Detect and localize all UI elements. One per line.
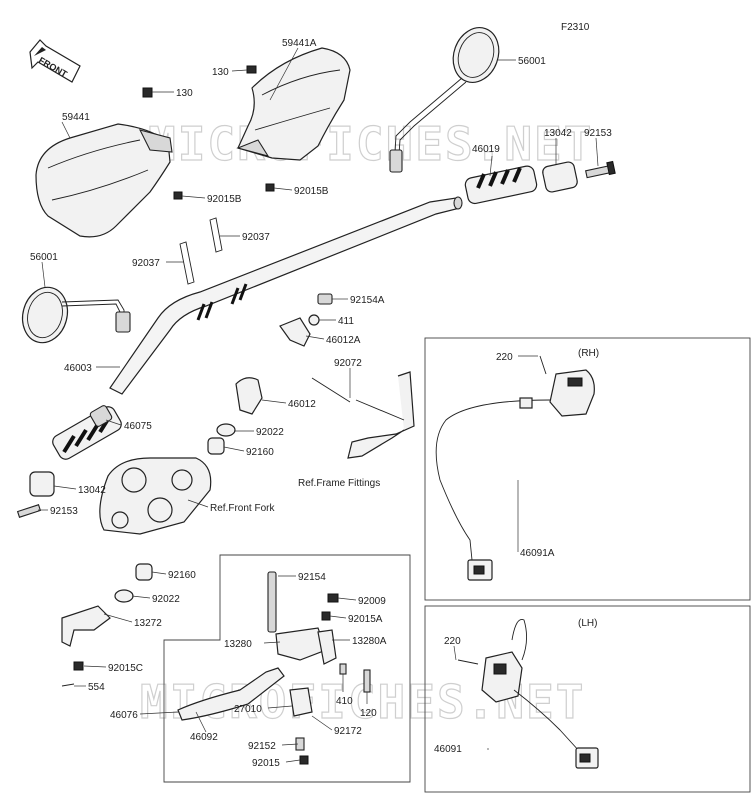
label-120: 120 — [360, 708, 377, 719]
label-92153-a: 92153 — [584, 128, 612, 139]
label-59441A: 59441A — [282, 38, 317, 49]
grip-rh-46019 — [464, 165, 538, 205]
label-220-b: 220 — [444, 636, 461, 647]
grip-lh-46075 — [52, 405, 122, 460]
screw-220-lh — [457, 659, 479, 665]
nut-92015C — [73, 661, 84, 671]
label-92015B-a: 92015B — [207, 194, 242, 205]
label-46019: 46019 — [472, 144, 500, 155]
label-46075: 46075 — [124, 421, 152, 432]
washer-92022-a — [216, 423, 236, 437]
label-92152: 92152 — [248, 741, 276, 752]
label-46091A: 46091A — [520, 548, 555, 559]
label-220-a: 220 — [496, 352, 513, 363]
label-46003: 46003 — [64, 363, 92, 374]
lever-box — [163, 554, 411, 783]
label-92022-a: 92022 — [256, 427, 284, 438]
label-92015A: 92015A — [348, 614, 383, 625]
label-130-a: 130 — [212, 67, 229, 78]
label-92160-a: 92160 — [246, 447, 274, 458]
label-13280: 13280 — [224, 639, 252, 650]
handguard-59441A — [236, 47, 351, 161]
label-46076: 46076 — [110, 710, 138, 721]
bar-end-13042-rh — [542, 161, 578, 193]
label-92172: 92172 — [334, 726, 362, 737]
label-92072: 92072 — [334, 358, 362, 369]
front-arrow-icon: FRONT — [29, 39, 81, 83]
label-46091: 46091 — [434, 744, 462, 755]
label-92037-b: 92037 — [132, 258, 160, 269]
label-46012A: 46012A — [326, 335, 361, 346]
mirror-lh-56001 — [21, 286, 131, 344]
switch-rh-46091A — [435, 369, 595, 581]
rh-label: (RH) — [578, 348, 599, 359]
label-130-b: 130 — [176, 88, 193, 99]
clamp-46012A — [279, 317, 311, 347]
label-13272: 13272 — [134, 618, 162, 629]
mirror-rh-56001 — [389, 27, 500, 173]
clamp-46012 — [235, 377, 263, 415]
bolt-130-a — [246, 65, 257, 74]
watermark-top: MICROFICHES.NET — [148, 117, 593, 171]
lh-label: (LH) — [578, 618, 597, 629]
label-410: 410 — [336, 696, 353, 707]
bolt-92153-lh — [16, 504, 42, 518]
frame-bracket — [347, 371, 415, 459]
leader-lines — [38, 47, 599, 763]
label-554: 554 — [88, 682, 105, 693]
label-92015: 92015 — [252, 758, 280, 769]
label-92160-b: 92160 — [168, 570, 196, 581]
label-13280A: 13280A — [352, 636, 387, 647]
washer-92022-b — [114, 589, 134, 603]
label-46012: 46012 — [288, 399, 316, 410]
label-92022-b: 92022 — [152, 594, 180, 605]
clip-92037 — [179, 217, 223, 285]
rh-switch-box — [424, 337, 751, 601]
handguard-59441 — [35, 123, 173, 238]
label-92015C: 92015C — [108, 663, 143, 674]
wire-92072 — [311, 377, 351, 403]
nut-92015B-b — [265, 183, 275, 192]
label-92153-b: 92153 — [50, 506, 78, 517]
bar-end-13042-lh — [29, 471, 55, 497]
label-59441: 59441 — [62, 112, 90, 123]
lh-switch-box — [424, 605, 751, 793]
label-92009: 92009 — [358, 596, 386, 607]
washer-411 — [308, 314, 320, 326]
figure-code: F2310 — [561, 22, 590, 33]
label-13042-a: 13042 — [544, 128, 572, 139]
label-92015B-b: 92015B — [294, 186, 329, 197]
label-56001-b: 56001 — [30, 252, 58, 263]
handlebar-46003 — [109, 196, 463, 395]
label-92037-a: 92037 — [242, 232, 270, 243]
fork-clamp — [99, 457, 212, 535]
label-ref-front-fork: Ref.Front Fork — [210, 503, 275, 514]
bolt-92153-rh — [585, 160, 616, 179]
screw-220-rh — [539, 355, 547, 375]
bolt-92154A — [317, 293, 333, 305]
label-46092: 46092 — [190, 732, 218, 743]
label-92154A: 92154A — [350, 295, 385, 306]
bolt-130-b — [142, 87, 153, 98]
label-ref-frame-fittings: Ref.Frame Fittings — [298, 478, 380, 489]
label-27010: 27010 — [234, 704, 262, 715]
screw-554 — [61, 683, 75, 687]
nut-92015B-a — [173, 191, 183, 200]
label-92154: 92154 — [298, 572, 326, 583]
bushing-92160-b — [135, 563, 153, 581]
label-411: 411 — [338, 316, 354, 327]
label-13042-b: 13042 — [78, 485, 106, 496]
bushing-92160-a — [207, 437, 225, 455]
bracket-13272 — [61, 605, 111, 647]
label-56001-a: 56001 — [518, 56, 546, 67]
switch-lh-46091 — [481, 618, 599, 769]
